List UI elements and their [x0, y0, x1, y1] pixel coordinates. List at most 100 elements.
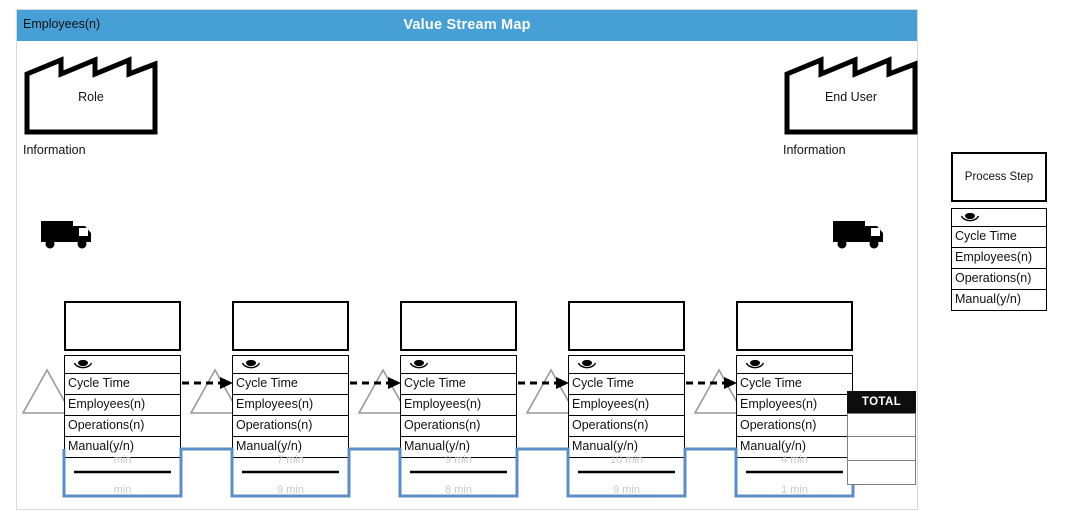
legend-manual-row: Manual(y/n) [952, 290, 1046, 311]
cycle-time-row: Cycle Time [737, 374, 852, 395]
employees-row: Employees(n) [233, 395, 348, 416]
manual-row: Manual(y/n) [65, 437, 180, 458]
cycle-time-row: Cycle Time [233, 374, 348, 395]
process-step[interactable]: Cycle Time Employees(n) Operations(n) Ma… [232, 301, 349, 458]
process-name [234, 303, 347, 319]
manual-row: Manual(y/n) [233, 437, 348, 458]
inbound-shipment[interactable] [37, 213, 95, 253]
truck-icon [41, 221, 91, 249]
eye-icon [73, 360, 93, 369]
cycle-time-row: Cycle Time [569, 374, 684, 395]
process-icon-row [233, 356, 348, 374]
operations-row: Operations(n) [737, 416, 852, 437]
process-data-table: Cycle Time Employees(n) Operations(n) Ma… [400, 355, 517, 458]
page-title: Value Stream Map [403, 17, 531, 33]
employees-row: Employees(n) [401, 395, 516, 416]
manual-row: Manual(y/n) [401, 437, 516, 458]
cycle-time-row: Cycle Time [65, 374, 180, 395]
process-step[interactable]: Cycle Time Employees(n) Operations(n) Ma… [736, 301, 853, 458]
push-arrow [674, 376, 738, 390]
process-name [738, 303, 851, 319]
outbound-shipment[interactable] [829, 213, 887, 253]
legend-cycle-time-row: Cycle Time [952, 227, 1046, 248]
supplier-information-label: Information [23, 143, 86, 157]
supplier-factory[interactable]: Role [23, 52, 159, 136]
total-cell[interactable] [847, 437, 916, 461]
eye-icon [241, 360, 261, 369]
legend-employees-row: Employees(n) [952, 248, 1046, 269]
process-name-box[interactable] [736, 301, 853, 351]
inventory-triangle[interactable] [357, 366, 409, 416]
process-name [570, 303, 683, 319]
process-name-box[interactable] [568, 301, 685, 351]
process-icon-row [65, 356, 180, 374]
total-cell[interactable] [847, 413, 916, 437]
process-name [402, 303, 515, 319]
customer-information-label: Information [783, 143, 846, 157]
timeline-upper-value: min [113, 454, 132, 466]
total-header: TOTAL [847, 391, 916, 413]
legend-process-step-box: Process Step [951, 152, 1047, 202]
value-stream-map-canvas: Employees(n) Value Stream Map Role Infor… [16, 9, 918, 510]
timeline-lower-value: 9 min [613, 484, 640, 496]
legend-operations-row: Operations(n) [952, 269, 1046, 290]
timeline-lower-value: min [113, 484, 132, 496]
process-icon-row [401, 356, 516, 374]
customer-label: End User [824, 90, 878, 104]
factory-icon [24, 56, 158, 135]
manual-row: Manual(y/n) [569, 437, 684, 458]
timeline-lower-value: 1 min [781, 484, 808, 496]
timeline-upper-value: 4 min [781, 454, 808, 466]
push-arrow [338, 376, 402, 390]
eye-icon [577, 360, 597, 369]
push-arrow [170, 376, 234, 390]
inventory-triangle[interactable] [189, 366, 241, 416]
operations-row: Operations(n) [233, 416, 348, 437]
cycle-time-row: Cycle Time [401, 374, 516, 395]
process-name [66, 303, 179, 319]
process-data-table: Cycle Time Employees(n) Operations(n) Ma… [64, 355, 181, 458]
process-icon-row [569, 356, 684, 374]
employees-row: Employees(n) [737, 395, 852, 416]
supplier-label: Role [78, 90, 104, 104]
process-data-table: Cycle Time Employees(n) Operations(n) Ma… [568, 355, 685, 458]
legend-data-table: Cycle Time Employees(n) Operations(n) Ma… [951, 208, 1047, 311]
eye-icon [745, 360, 765, 369]
total-box: TOTAL [847, 391, 916, 486]
employees-row: Employees(n) [569, 395, 684, 416]
header-left-label: Employees(n) [23, 17, 101, 31]
inventory-triangle[interactable] [21, 366, 73, 416]
timeline-upper-value: 9 min [445, 454, 472, 466]
legend-panel: Process Step Cycle Time Employees(n) Ope… [951, 152, 1047, 311]
customer-factory[interactable]: End User [783, 52, 919, 136]
total-cell[interactable] [847, 461, 916, 485]
inventory-triangle[interactable] [693, 366, 745, 416]
process-name-box[interactable] [64, 301, 181, 351]
timeline-lower-value: 8 min [445, 484, 472, 496]
eye-icon [409, 360, 429, 369]
push-arrow [506, 376, 570, 390]
factory-icon [784, 56, 918, 135]
timeline-ladder [17, 440, 919, 510]
timeline-lower-value: 9 min [277, 484, 304, 496]
process-name-box[interactable] [232, 301, 349, 351]
manual-row: Manual(y/n) [737, 437, 852, 458]
process-data-table: Cycle Time Employees(n) Operations(n) Ma… [736, 355, 853, 458]
process-step[interactable]: Cycle Time Employees(n) Operations(n) Ma… [568, 301, 685, 458]
process-data-table: Cycle Time Employees(n) Operations(n) Ma… [232, 355, 349, 458]
eye-icon [960, 213, 980, 222]
operations-row: Operations(n) [65, 416, 180, 437]
truck-icon [833, 221, 883, 249]
operations-row: Operations(n) [401, 416, 516, 437]
process-name-box[interactable] [400, 301, 517, 351]
timeline-path [62, 447, 855, 498]
process-step[interactable]: Cycle Time Employees(n) Operations(n) Ma… [64, 301, 181, 458]
process-step[interactable]: Cycle Time Employees(n) Operations(n) Ma… [400, 301, 517, 458]
header-bar: Employees(n) Value Stream Map [17, 10, 917, 41]
inventory-triangle[interactable] [525, 366, 577, 416]
legend-icon-row [952, 209, 1046, 227]
timeline-upper-value: 10 min [609, 454, 644, 466]
operations-row: Operations(n) [569, 416, 684, 437]
employees-row: Employees(n) [65, 395, 180, 416]
process-icon-row [737, 356, 852, 374]
